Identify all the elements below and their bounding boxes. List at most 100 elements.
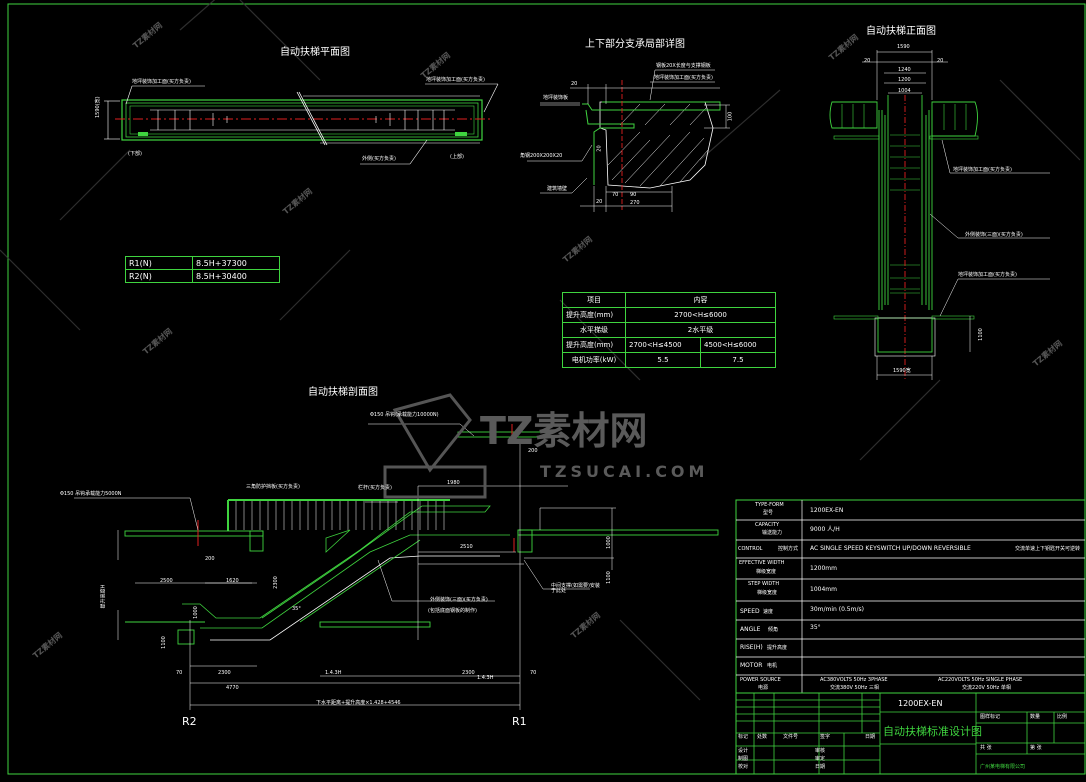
reaction-table: R1(N) 8.5H+37300 R2(N) 8.5H+30400 xyxy=(125,256,280,283)
tb-sheet-total: 共 张 xyxy=(980,745,992,751)
tb-angle-value: 35° xyxy=(810,624,821,631)
front-view xyxy=(829,50,1050,380)
section-dim: 1000 xyxy=(192,606,199,619)
spec-row-value: 2水平级 xyxy=(625,322,776,338)
tb-step-width-label-en: STEP WIDTH xyxy=(748,581,780,587)
front-view-title: 自动扶梯正面图 xyxy=(866,26,936,37)
section-dim: 70 xyxy=(176,670,183,676)
watermark-brand-en: TZSUCAI.COM xyxy=(540,462,709,481)
tb-revision-header: 签字 xyxy=(820,734,831,740)
plan-side-label: 外侧(买方负责) xyxy=(362,156,396,162)
spec-row: 电机功率(kW) 5.5 7.5 xyxy=(562,352,776,368)
section-dim: 2510 xyxy=(460,544,473,550)
reaction-key: R1(N) xyxy=(125,256,193,270)
section-dim: 1100 xyxy=(605,571,612,584)
section-fence-label: 栏杆(买方负责) xyxy=(358,485,392,491)
spec-header-content: 内容 xyxy=(625,292,776,308)
reaction-row: R1(N) 8.5H+37300 xyxy=(125,256,280,270)
section-dim: 提升高度H xyxy=(100,584,107,609)
spec-row-value: 7.5 xyxy=(700,352,776,368)
watermark-brand-cn: TZ素材网 xyxy=(480,409,648,453)
tb-revision-header: 处数 xyxy=(757,734,768,740)
spec-row: 水平梯级 2水平级 xyxy=(562,322,776,338)
tb-sign-label: 制图 xyxy=(738,756,749,762)
tb-power-value-1-cn: 交流380V 50Hz 三相 xyxy=(830,685,879,691)
front-dim-1: 20 xyxy=(864,58,871,64)
section-dim: 2300 xyxy=(218,670,231,676)
section-dim: 1620 xyxy=(226,578,239,584)
plan-right-finish-label: 地坪装饰加工面(买方负责) xyxy=(426,77,485,83)
tb-sign-label: 审核 xyxy=(815,748,826,754)
tb-right-header: 比例 xyxy=(1057,714,1068,720)
section-angle-label: 35° xyxy=(292,606,301,612)
tb-sheet-number: 第 张 xyxy=(1030,745,1042,751)
tb-effective-width-value: 1200mm xyxy=(810,565,837,572)
spec-row-label: 提升高度(mm) xyxy=(562,307,626,323)
support-floor-label: 地坪装饰板 xyxy=(543,95,569,101)
spec-header-item: 项目 xyxy=(562,292,626,308)
section-r1-label: R1 xyxy=(512,715,527,728)
tb-power-value-1-en: AC380VOLTS 50Hz 3PHASE xyxy=(820,677,888,683)
front-dim-5: 1004 xyxy=(898,88,911,94)
section-dim: 200 xyxy=(528,448,538,454)
tb-company-mark: 广州某电梯有限公司 xyxy=(980,764,1026,770)
tb-sign-label: 设计 xyxy=(738,748,749,754)
front-dim-0: 1590 xyxy=(897,44,910,50)
spec-row-label: 水平梯级 xyxy=(562,322,626,338)
tb-revision-header: 标记 xyxy=(738,734,749,740)
section-dim: 1000 xyxy=(605,536,612,549)
tb-right-header: 图样标记 xyxy=(980,714,1001,720)
section-dim: 1980 xyxy=(447,480,460,486)
section-r2-label: R2 xyxy=(182,715,197,728)
front-dim-2: 20 xyxy=(937,58,944,64)
tb-capacity-label-cn: 输送能力 xyxy=(762,530,783,536)
section-hook-lower-label: Φ150 吊钩承载能力5000N xyxy=(60,491,122,497)
support-dim-4: 270 xyxy=(630,200,640,206)
section-dim: 70 xyxy=(530,670,537,676)
tb-power-value-2-cn: 交流220V 50Hz 单相 xyxy=(962,685,1011,691)
tb-step-width-value: 1004mm xyxy=(810,586,837,593)
tb-type-form-label-cn: 型号 xyxy=(763,510,774,516)
tb-sign-label: 审定 xyxy=(815,756,826,762)
support-dim-5: 20 xyxy=(596,145,603,152)
support-dim-3: 90 xyxy=(630,192,637,198)
tb-motor-label-en: MOTOR xyxy=(740,662,763,669)
tb-sign-label: 校对 xyxy=(738,764,749,770)
tb-control-value: AC SINGLE SPEED KEYSWITCH UP/DOWN REVERS… xyxy=(810,545,971,552)
support-dim-2: 70 xyxy=(612,192,619,198)
front-dim-3: 1240 xyxy=(898,67,911,73)
tb-capacity-label-en: CAPACITY xyxy=(755,522,780,528)
spec-table: 项目 内容 提升高度(mm) 2700<H≤6000 水平梯级 2水平级 提升高… xyxy=(562,292,776,368)
tb-speed-label-cn: 速度 xyxy=(763,609,774,615)
watermark-logo xyxy=(383,393,487,499)
tb-capacity-value: 9000 人/H xyxy=(810,526,840,533)
front-outer-label: 外侧装饰(三面)(买方负责) xyxy=(965,232,1023,238)
tb-type-form-value: 1200EX-EN xyxy=(810,507,844,514)
tb-right-header: 数量 xyxy=(1030,714,1041,720)
support-dim-1: 20 xyxy=(596,199,603,205)
title-block-frame xyxy=(735,499,1086,775)
section-dim: 1100 xyxy=(160,636,167,649)
tb-revision-header: 日期 xyxy=(865,734,876,740)
plan-width-dim: 1590(宽) xyxy=(95,96,101,118)
tb-effective-width-label-en: EFFECTIVE WIDTH xyxy=(739,560,785,566)
tb-motor-label-cn: 电机 xyxy=(767,663,778,669)
support-detail-title: 上下部分支承局部详图 xyxy=(585,39,685,50)
tb-control-label-cn: 控制方式 xyxy=(778,546,799,552)
spec-header-row: 项目 内容 xyxy=(562,292,776,308)
spec-row-value: 4500<H≤6000 xyxy=(700,337,776,353)
support-bolt-label: 钢板20X长度与支撑钢板 xyxy=(656,63,711,69)
section-dim: 1.4.3H xyxy=(325,670,342,676)
section-hook-upper-label: Φ150 吊钩(承载能力10000N) xyxy=(370,412,439,418)
tb-step-width-label-cn: 梯级宽度 xyxy=(757,590,778,596)
section-view-title: 自动扶梯剖面图 xyxy=(308,387,378,398)
reaction-key: R2(N) xyxy=(125,269,193,283)
tb-angle-label-en: ANGLE xyxy=(740,626,761,633)
plan-left-finish-label: 地坪装饰加工面(买方负责) xyxy=(132,79,191,85)
section-dim: 200 xyxy=(205,556,215,562)
tb-power-label-cn: 电源 xyxy=(758,685,769,691)
section-outer-label: 外侧装饰(三面)(买方负责) xyxy=(430,597,488,603)
tb-drawing-title: 自动扶梯标准设计图 xyxy=(883,725,982,738)
spec-row: 提升高度(mm) 2700<H≤6000 xyxy=(562,307,776,323)
